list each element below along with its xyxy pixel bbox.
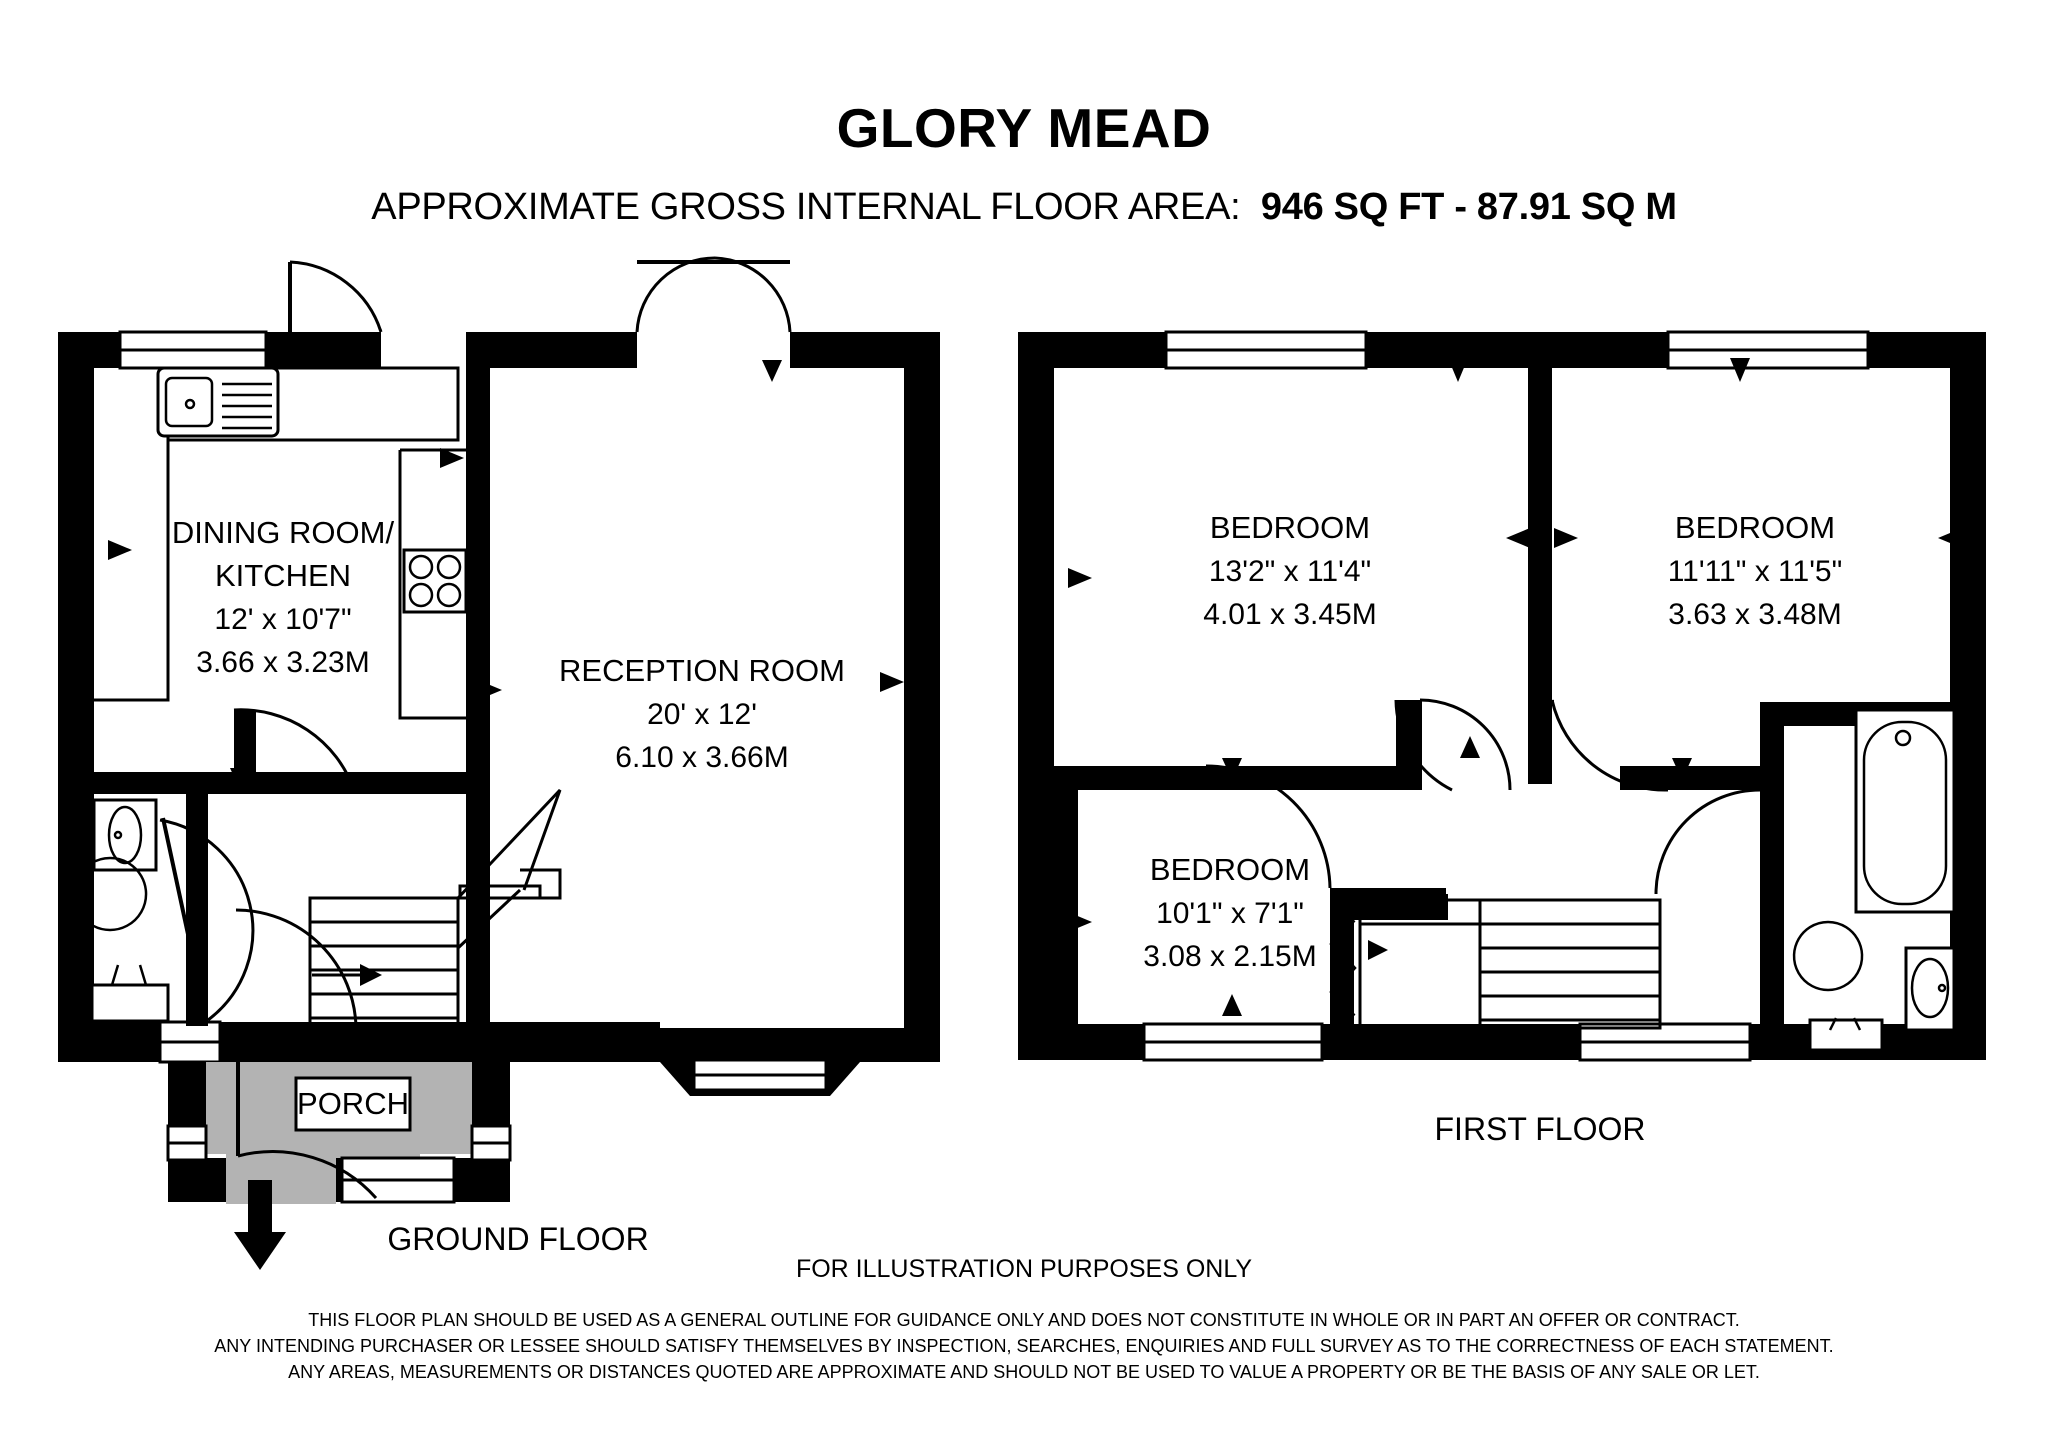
bedroom2-metric: 3.63 x 3.48M — [1668, 598, 1841, 631]
bathroom-fixtures — [1792, 708, 1956, 1052]
first-floor-stairs — [1329, 894, 1662, 1030]
ground-floor-wc-fixtures — [72, 798, 170, 1023]
bedroom2-imperial: 11'11" x 11'5" — [1668, 555, 1843, 588]
bedroom2-name: BEDROOM — [1675, 510, 1835, 545]
first-floor-doors — [1205, 698, 1761, 895]
ground-floor-stairs — [308, 788, 562, 1050]
porch-label: PORCH — [297, 1086, 409, 1121]
first-floor-label: FIRST FLOOR — [1435, 1111, 1646, 1147]
porch: PORCH — [166, 1060, 512, 1270]
floor-area-subtitle: APPROXIMATE GROSS INTERNAL FLOOR AREA: 9… — [0, 186, 2048, 229]
dining-kitchen-metric: 3.66 x 3.23M — [196, 646, 369, 679]
disclaimer-line-1: THIS FLOOR PLAN SHOULD BE USED AS A GENE… — [308, 1310, 1740, 1330]
bedroom3-imperial: 10'1" x 7'1" — [1156, 897, 1304, 930]
bedroom1-metric: 4.01 x 3.45M — [1203, 598, 1376, 631]
ground-floor-plan: PORCH DINING ROOM/ KITCHEN 12' x — [58, 256, 940, 1270]
kitchen-units — [94, 366, 468, 720]
ground-floor-view-arrows — [108, 360, 904, 1060]
first-floor-room-labels: BEDROOM 13'2" x 11'4" 4.01 x 3.45M BEDRO… — [1143, 510, 1842, 973]
reception-imperial: 20' x 12' — [647, 698, 757, 731]
floor-area-value: 946 SQ FT - 87.91 SQ M — [1260, 186, 1677, 228]
first-floor-plan: BEDROOM 13'2" x 11'4" 4.01 x 3.45M BEDRO… — [1018, 330, 1986, 1147]
dining-kitchen-name-line1: DINING ROOM/ — [172, 515, 395, 550]
page-title: GLORY MEAD — [836, 97, 1212, 159]
illustration-notice: FOR ILLUSTRATION PURPOSES ONLY — [795, 1255, 1253, 1283]
ground-floor-label: GROUND FLOOR — [387, 1221, 648, 1257]
bedroom1-name: BEDROOM — [1210, 510, 1370, 545]
ground-floor-internal-walls — [94, 332, 490, 1062]
dining-kitchen-name-line2: KITCHEN — [215, 558, 351, 593]
ground-floor-walls — [58, 330, 940, 1096]
dining-kitchen-imperial: 12' x 10'7" — [214, 603, 351, 636]
bedroom3-metric: 3.08 x 2.15M — [1143, 940, 1316, 973]
first-floor-walls — [1018, 330, 1986, 1062]
reception-metric: 6.10 x 3.66M — [615, 741, 788, 774]
disclaimer-line-3: ANY AREAS, MEASUREMENTS OR DISTANCES QUO… — [288, 1362, 1760, 1382]
ground-floor-doors — [159, 256, 792, 1029]
ground-floor-room-labels: DINING ROOM/ KITCHEN 12' x 10'7" 3.66 x … — [172, 515, 845, 774]
first-floor-view-arrows — [1068, 358, 1962, 1016]
bedroom1-imperial: 13'2" x 11'4" — [1209, 555, 1371, 588]
disclaimer-line-2: ANY INTENDING PURCHASER OR LESSEE SHOULD… — [214, 1336, 1834, 1356]
bedroom3-name: BEDROOM — [1150, 852, 1310, 887]
reception-name: RECEPTION ROOM — [559, 653, 845, 688]
floor-area-label: APPROXIMATE GROSS INTERNAL FLOOR AREA: — [371, 186, 1241, 228]
